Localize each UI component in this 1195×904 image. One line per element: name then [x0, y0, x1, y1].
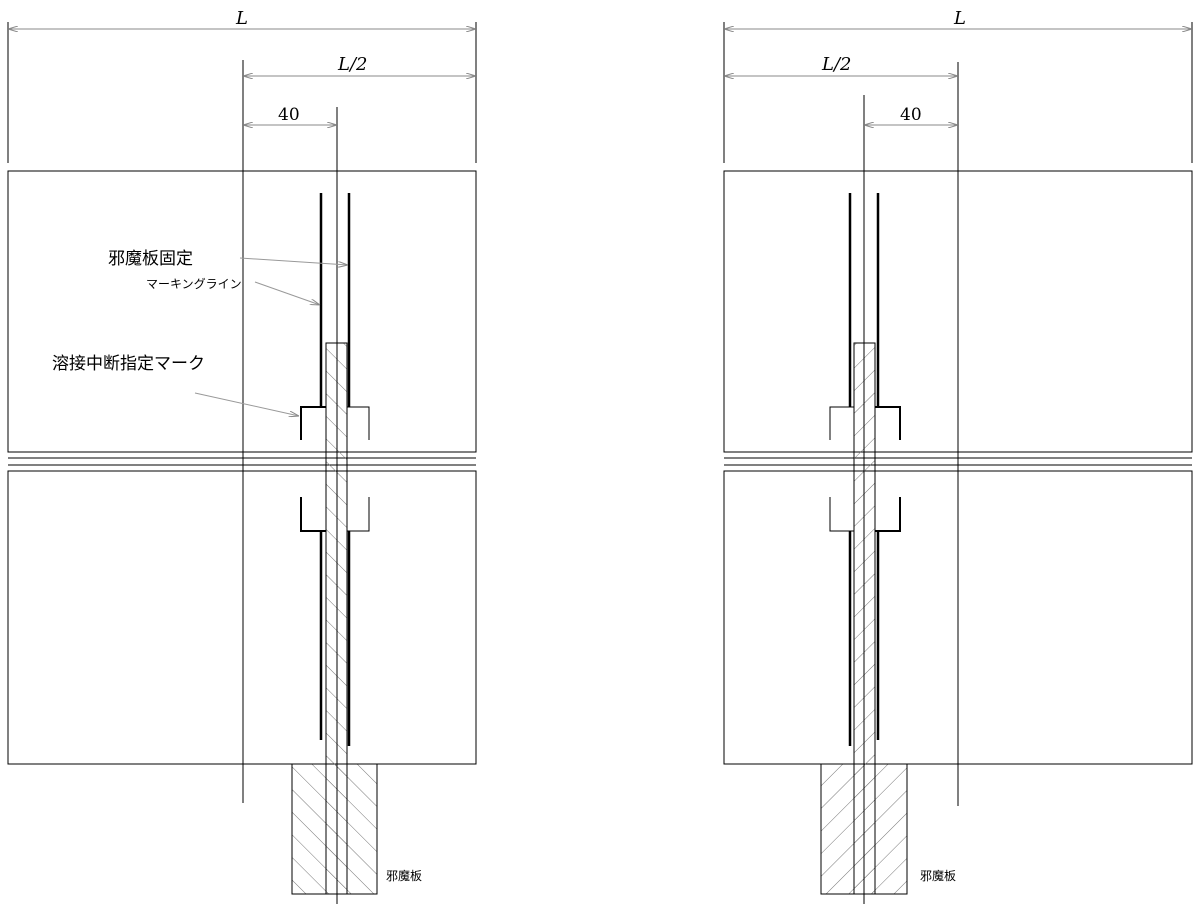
left-dim-total	[7, 22, 477, 163]
right-dim-offset-label: 40	[900, 105, 922, 125]
right-marking-lines	[848, 193, 880, 746]
left-dim-half-label: L/2	[337, 54, 367, 75]
right-view	[723, 22, 1193, 904]
left-dim-half	[242, 60, 476, 803]
left-label-weld-stop: 溶接中断指定マーク	[52, 354, 205, 374]
right-dim-half	[724, 62, 959, 806]
left-dim-total-label: L	[235, 8, 248, 29]
right-dim-total-label: L	[953, 8, 966, 29]
right-lower-plate	[723, 470, 1193, 765]
left-dim-offset-label: 40	[278, 105, 300, 125]
right-dim-total	[723, 22, 1193, 163]
left-view	[7, 22, 477, 904]
left-label-baffle: 邪魔板	[386, 868, 422, 883]
left-leaders	[194, 257, 348, 416]
left-weld-stop-marks	[300, 406, 370, 532]
right-weld-stop-marks	[829, 406, 901, 532]
left-label-fix-line-2: マーキングライン	[146, 277, 242, 291]
left-label-fix-line-1: 邪魔板固定	[108, 249, 193, 269]
left-lower-plate	[7, 470, 477, 765]
right-label-baffle: 邪魔板	[920, 868, 956, 883]
right-upper-plate	[723, 170, 1193, 453]
right-dim-half-label: L/2	[821, 54, 851, 75]
left-upper-plate	[7, 170, 477, 453]
